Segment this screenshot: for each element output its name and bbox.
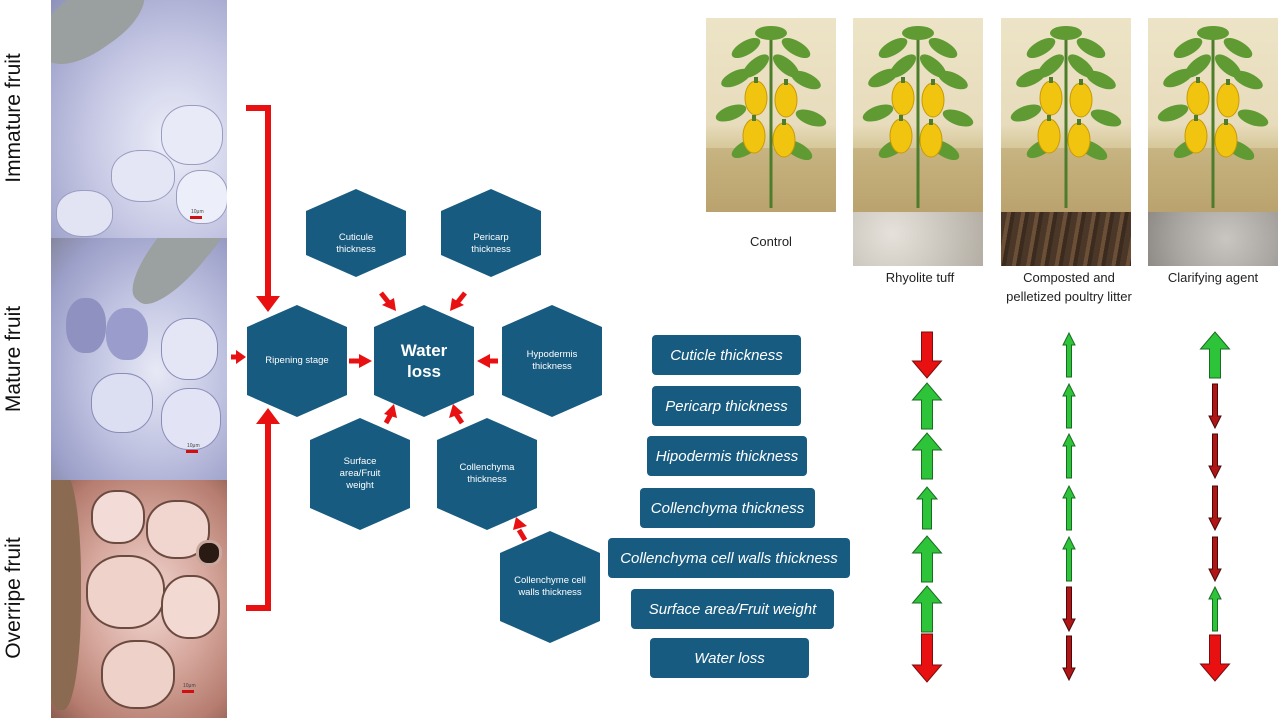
param-box-collenchyma: Collenchyma thickness (640, 488, 815, 528)
clarifying-agent-photo (1148, 212, 1278, 266)
rhyolite-down-arrow-icon-0 (911, 331, 943, 379)
param-box-water-loss: Water loss (650, 638, 809, 678)
micrograph-overripe: 10μm (51, 480, 227, 718)
hex-label-water-loss: Water loss (400, 341, 448, 381)
arrow-collenchyma-to-water (453, 412, 465, 425)
litter-down-arrow-icon-5 (1062, 586, 1076, 633)
rhyolite-up-arrow-icon-4 (911, 535, 943, 583)
param-box-surface: Surface area/Fruit weight (631, 589, 834, 629)
hex-label-hypodermis: Hypodermis thickness (526, 349, 578, 372)
hex-ripening (247, 305, 347, 417)
hex-cuticle (306, 189, 406, 277)
pepper-plant-illustration (706, 18, 836, 212)
micrograph-immature: 10μm (51, 0, 227, 238)
litter-up-arrow-icon-4 (1062, 535, 1076, 582)
clarify-down-arrow-icon-3 (1208, 485, 1222, 532)
clarify-down-arrow-icon-2 (1208, 433, 1222, 480)
pepper-plant-illustration (1001, 18, 1131, 212)
micrograph-mature: 10μm (51, 238, 227, 480)
litter-down-arrow-icon-6 (1062, 635, 1076, 682)
scale-label-overripe: 10μm (183, 683, 196, 689)
pepper-plant-illustration (1148, 18, 1278, 212)
rhyolite-down-arrow-icon-6 (911, 633, 943, 683)
poultry-litter-photo (1001, 212, 1131, 266)
scale-bar-overripe (182, 690, 194, 693)
litter-up-arrow-icon-3 (1062, 484, 1076, 531)
hex-label-cuticle: Cuticule thickness (336, 232, 376, 255)
hex-cell-walls (500, 531, 600, 643)
hex-label-pericarp: Pericarp thickness (471, 232, 511, 255)
rhyolite-up-arrow-icon-1 (911, 382, 943, 430)
clarify-down-arrow-icon-4 (1208, 536, 1222, 583)
hex-label-cell-walls: Collenchyme cell walls thickness (514, 575, 586, 598)
pepper-plant-illustration (853, 18, 983, 212)
clarify-down-arrow-icon-6 (1199, 634, 1231, 682)
rhyolite-soil-photo (853, 212, 983, 266)
treatment-label-litter: Composted and pelletized poultry litter (1006, 270, 1132, 304)
rhyolite-up-arrow-icon-2 (911, 432, 943, 480)
treatment-label-clarify: Clarifying agent (1167, 270, 1259, 285)
litter-up-arrow-icon-0 (1062, 331, 1076, 378)
treatment-label-control: Control (750, 234, 792, 249)
hex-surface (310, 418, 410, 530)
scale-label-immature: 10μm (191, 209, 204, 215)
rhyolite-up-arrow-icon-3 (915, 486, 939, 530)
arrow-cellwalls-to-collenchyma (516, 528, 528, 542)
arrow-pericarp-to-water (455, 291, 467, 305)
hex-label-surface: Surface area/Fruit weight (339, 456, 381, 491)
clarify-up-arrow-icon-5 (1208, 585, 1222, 632)
hex-pericarp (441, 189, 541, 277)
arrow-cuticle-to-water (379, 291, 391, 305)
param-box-hipodermis: Hipodermis thickness (647, 436, 807, 476)
hex-hypodermis (502, 305, 602, 417)
hex-label-ripening: Ripening stage (265, 355, 329, 366)
litter-up-arrow-icon-1 (1062, 382, 1076, 429)
rhyolite-up-arrow-icon-5 (911, 585, 943, 633)
hex-water-loss (374, 305, 474, 417)
hex-label-collenchyma: Collenchyma thickness (459, 462, 515, 485)
scale-bar-immature (190, 216, 202, 219)
treatment-label-rhyolite: Rhyolite tuff (885, 270, 955, 285)
scale-bar-mature (186, 450, 198, 453)
litter-up-arrow-icon-2 (1062, 432, 1076, 479)
clarify-down-arrow-icon-1 (1208, 383, 1222, 430)
param-box-pericarp: Pericarp thickness (652, 386, 801, 426)
clarify-up-arrow-icon-0 (1199, 331, 1231, 379)
hex-collenchyma (437, 418, 537, 530)
scale-label-mature: 10μm (187, 443, 200, 449)
param-box-cell-walls: Collenchyma cell walls thickness (608, 538, 850, 578)
param-box-cuticle: Cuticle thickness (652, 335, 801, 375)
ripening-bracket (246, 105, 280, 611)
